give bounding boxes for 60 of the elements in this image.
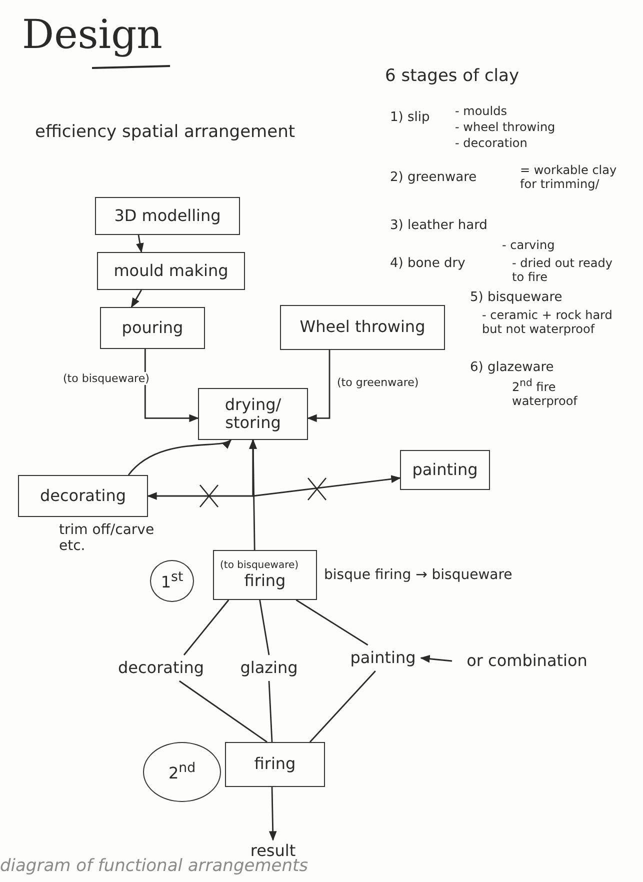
note-text: = workable clay for trimming/ [520, 163, 618, 192]
node-label: glazing [240, 658, 298, 678]
process-box [198, 388, 308, 440]
note-text: - ceramic + rock hard but not waterproof [482, 308, 614, 337]
connector-line [179, 680, 268, 743]
note-text: - dried out ready to fire [512, 256, 614, 285]
node-label: or combination [466, 652, 588, 670]
note-text: efficiency spatial arrangement [35, 122, 296, 142]
node-label: painting [350, 648, 416, 668]
node-label: decorating [40, 486, 126, 506]
node-label: firing [244, 572, 286, 590]
note-text: 3) leather hard [390, 218, 488, 234]
arrow [307, 350, 330, 422]
node-label: 3D modelling [114, 206, 221, 226]
node-label: mould making [114, 262, 228, 280]
note-text: 2) greenware [390, 170, 477, 186]
process-box [95, 197, 240, 235]
connector-line [183, 600, 230, 656]
edge-label: (to greenware) [336, 376, 420, 389]
node-label: pouring [122, 318, 184, 338]
note-text: - wheel throwing [455, 120, 556, 134]
node-label: drying/ storing [224, 396, 282, 432]
connector-line [268, 680, 273, 742]
arrow [420, 654, 452, 663]
note-text: - decoration [455, 136, 528, 150]
note-text: 5) bisqueware [470, 290, 562, 306]
arrow [128, 439, 232, 476]
arrow [249, 439, 401, 497]
node-label: 1$^{st}$ [160, 570, 184, 592]
note-text: 6 stages of clay [385, 66, 520, 86]
process-box [97, 252, 245, 290]
node-label: decorating [118, 658, 204, 678]
node-label: Wheel throwing [300, 318, 426, 337]
arrow [130, 290, 142, 308]
node-label: 2$^{nd}$ [168, 761, 196, 783]
side-note: trim off/carve etc. [59, 522, 156, 554]
arrow [144, 349, 199, 422]
edge-label: (to bisqueware) [62, 372, 150, 385]
connector-line [309, 670, 376, 742]
arrow [136, 234, 144, 253]
note-text: - moulds [455, 104, 507, 118]
title: Design [22, 12, 162, 58]
process-box [400, 450, 490, 490]
node-note: (to bisqueware) [220, 560, 299, 572]
process-box [225, 742, 325, 787]
stage-circle [150, 560, 194, 602]
node-label: painting [412, 460, 478, 480]
process-box [280, 305, 445, 350]
node-label: firing [254, 755, 296, 774]
note-text: - carving [502, 238, 555, 252]
process-box [100, 307, 205, 349]
arrow [268, 786, 277, 841]
connector-line [259, 600, 270, 656]
note-text: 6) glazeware [470, 360, 554, 376]
connector-line [252, 440, 256, 550]
side-note: bisque firing → bisqueware [324, 567, 512, 584]
connector-line [296, 599, 368, 646]
note-text: 2$^{nd}$ fire waterproof [512, 378, 579, 409]
note-text: 4) bone dry [390, 256, 466, 272]
note-text: 1) slip [390, 110, 430, 126]
